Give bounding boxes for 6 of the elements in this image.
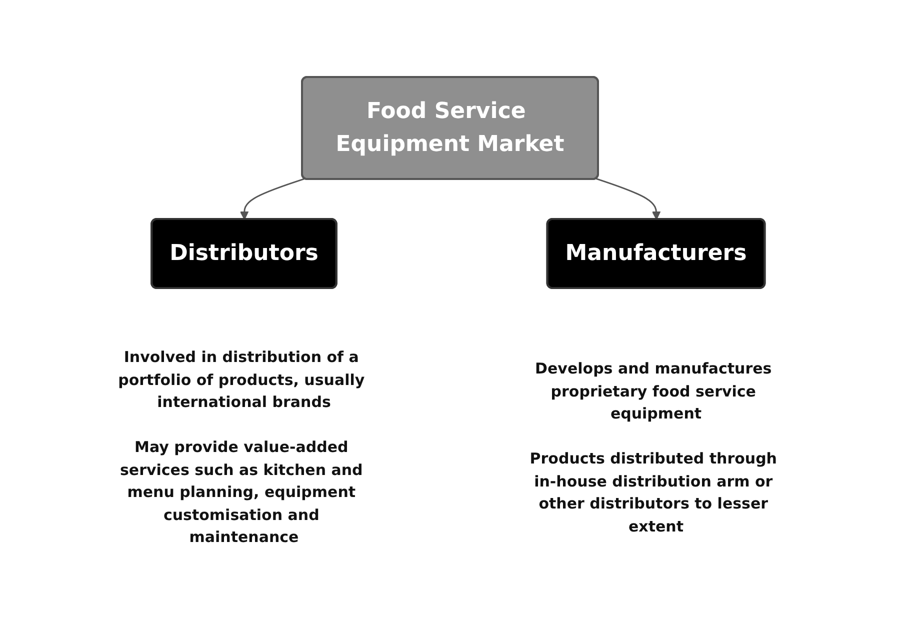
node-label: Products distributed through in-house distribution arm or other distributors to lesser extent bbox=[529, 449, 776, 534]
node-label: Involved in distribution of a portfolio of products, usually international brands bbox=[118, 348, 364, 411]
node-label: Develops and manufactures proprietary food service equipment bbox=[534, 359, 772, 422]
node-label: May provide value-added services such as kitchen and menu planning, equipment customisation and maintenance bbox=[120, 438, 362, 546]
arrow bbox=[239, 178, 305, 220]
arrow bbox=[595, 178, 660, 220]
